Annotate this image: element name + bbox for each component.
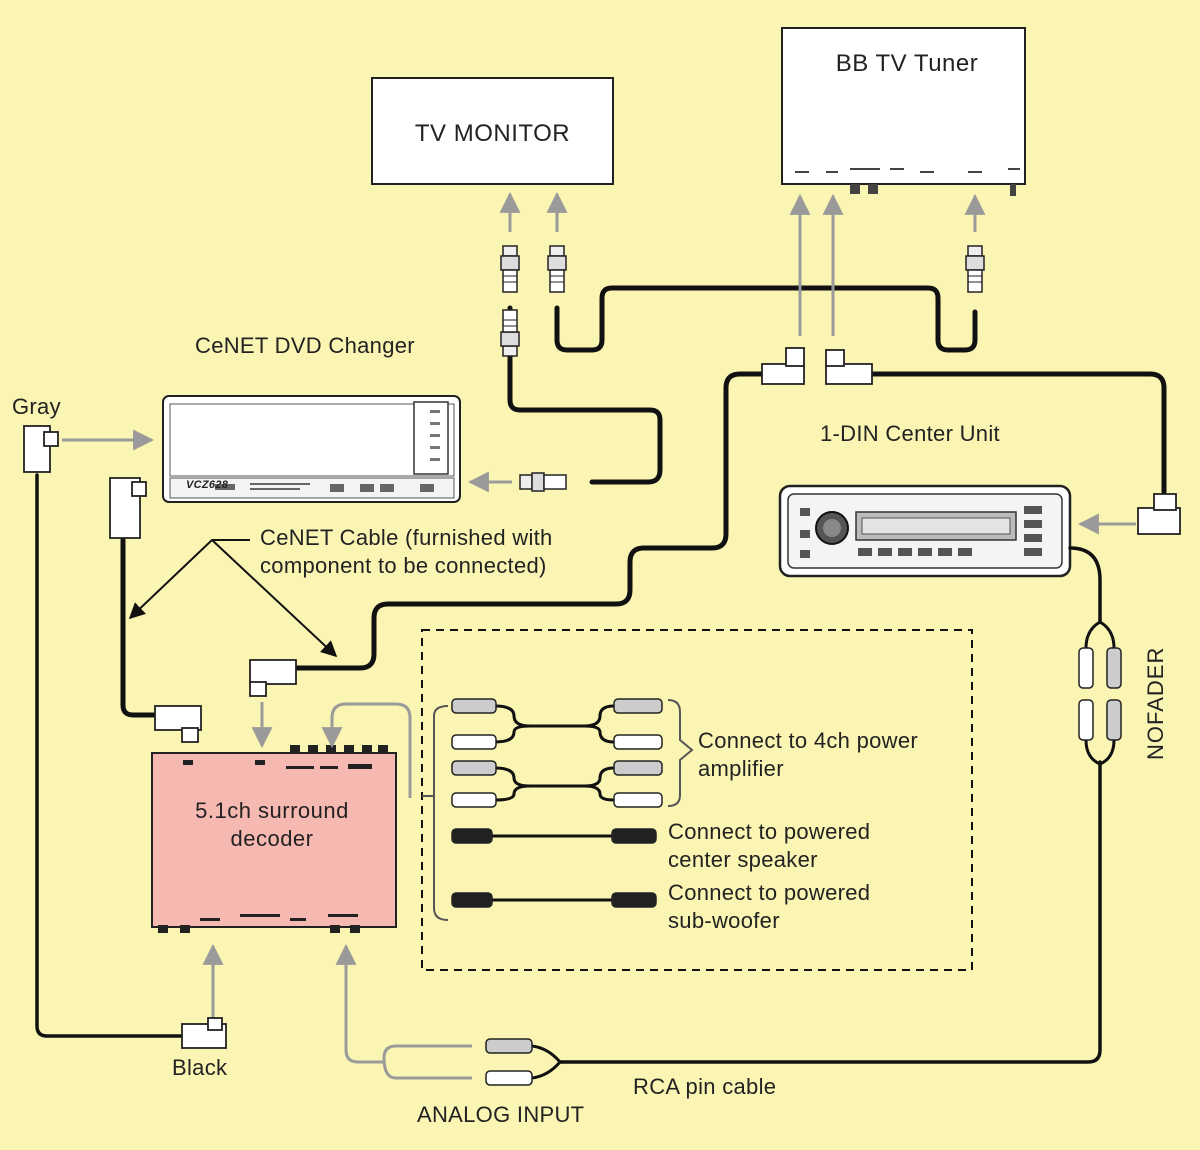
cable-dvd-video — [507, 305, 663, 485]
rca-pin-cable-label: RCA pin cable — [633, 1074, 777, 1099]
gray-label: Gray — [12, 394, 61, 419]
cable-cenet-dvd — [120, 537, 158, 718]
arrow-icon — [321, 702, 412, 798]
rca-plug-icon — [965, 245, 985, 293]
bb-tv-tuner-label: BB TV Tuner — [835, 50, 979, 77]
surround-decoder — [151, 745, 397, 933]
analog-input-label: ANALOG INPUT — [417, 1102, 585, 1127]
tv-monitor-label: TV MONITOR — [414, 120, 571, 147]
cable-rca-pin — [558, 760, 1102, 1064]
decoder-label: 5.1ch surround decoder — [195, 798, 349, 851]
amp-4ch-label: Connect to 4ch power amplifier — [698, 728, 919, 781]
tv-monitor-box — [371, 77, 614, 185]
center-unit — [778, 484, 1072, 578]
cable-gray-black — [35, 473, 184, 1038]
center-unit-label: 1-DIN Center Unit — [820, 421, 1000, 446]
dvd-model-label: VCZ628 — [186, 479, 229, 491]
din-plug-icon — [23, 347, 1181, 1049]
cable-tv-loop — [554, 285, 978, 353]
rca-plug-icon — [500, 309, 520, 357]
rca-plug-icon — [500, 245, 520, 293]
rca-plug-icon — [547, 245, 567, 293]
arrow-icon — [346, 946, 472, 1080]
black-label: Black — [172, 1055, 228, 1080]
bb-tv-tuner-box — [781, 27, 1026, 196]
cable-cenet-tuner — [293, 371, 765, 671]
rca-plug-icon — [519, 472, 567, 492]
nofader-label: NOFADER — [1143, 646, 1168, 760]
subwoofer-label: Connect to powered sub-woofer — [668, 880, 871, 933]
rca-plug-icon — [451, 647, 1122, 1086]
cable-nofader — [1068, 546, 1102, 624]
dvd-changer-label: CeNET DVD Changer — [195, 333, 415, 358]
cable-cenet-center — [869, 371, 1167, 495]
center-speaker-label: Connect to powered center speaker — [668, 819, 871, 872]
dvd-changer-unit — [162, 395, 461, 503]
output-group-box — [421, 629, 973, 971]
cenet-cable-label: CeNET Cable (furnished with component to… — [260, 525, 553, 578]
